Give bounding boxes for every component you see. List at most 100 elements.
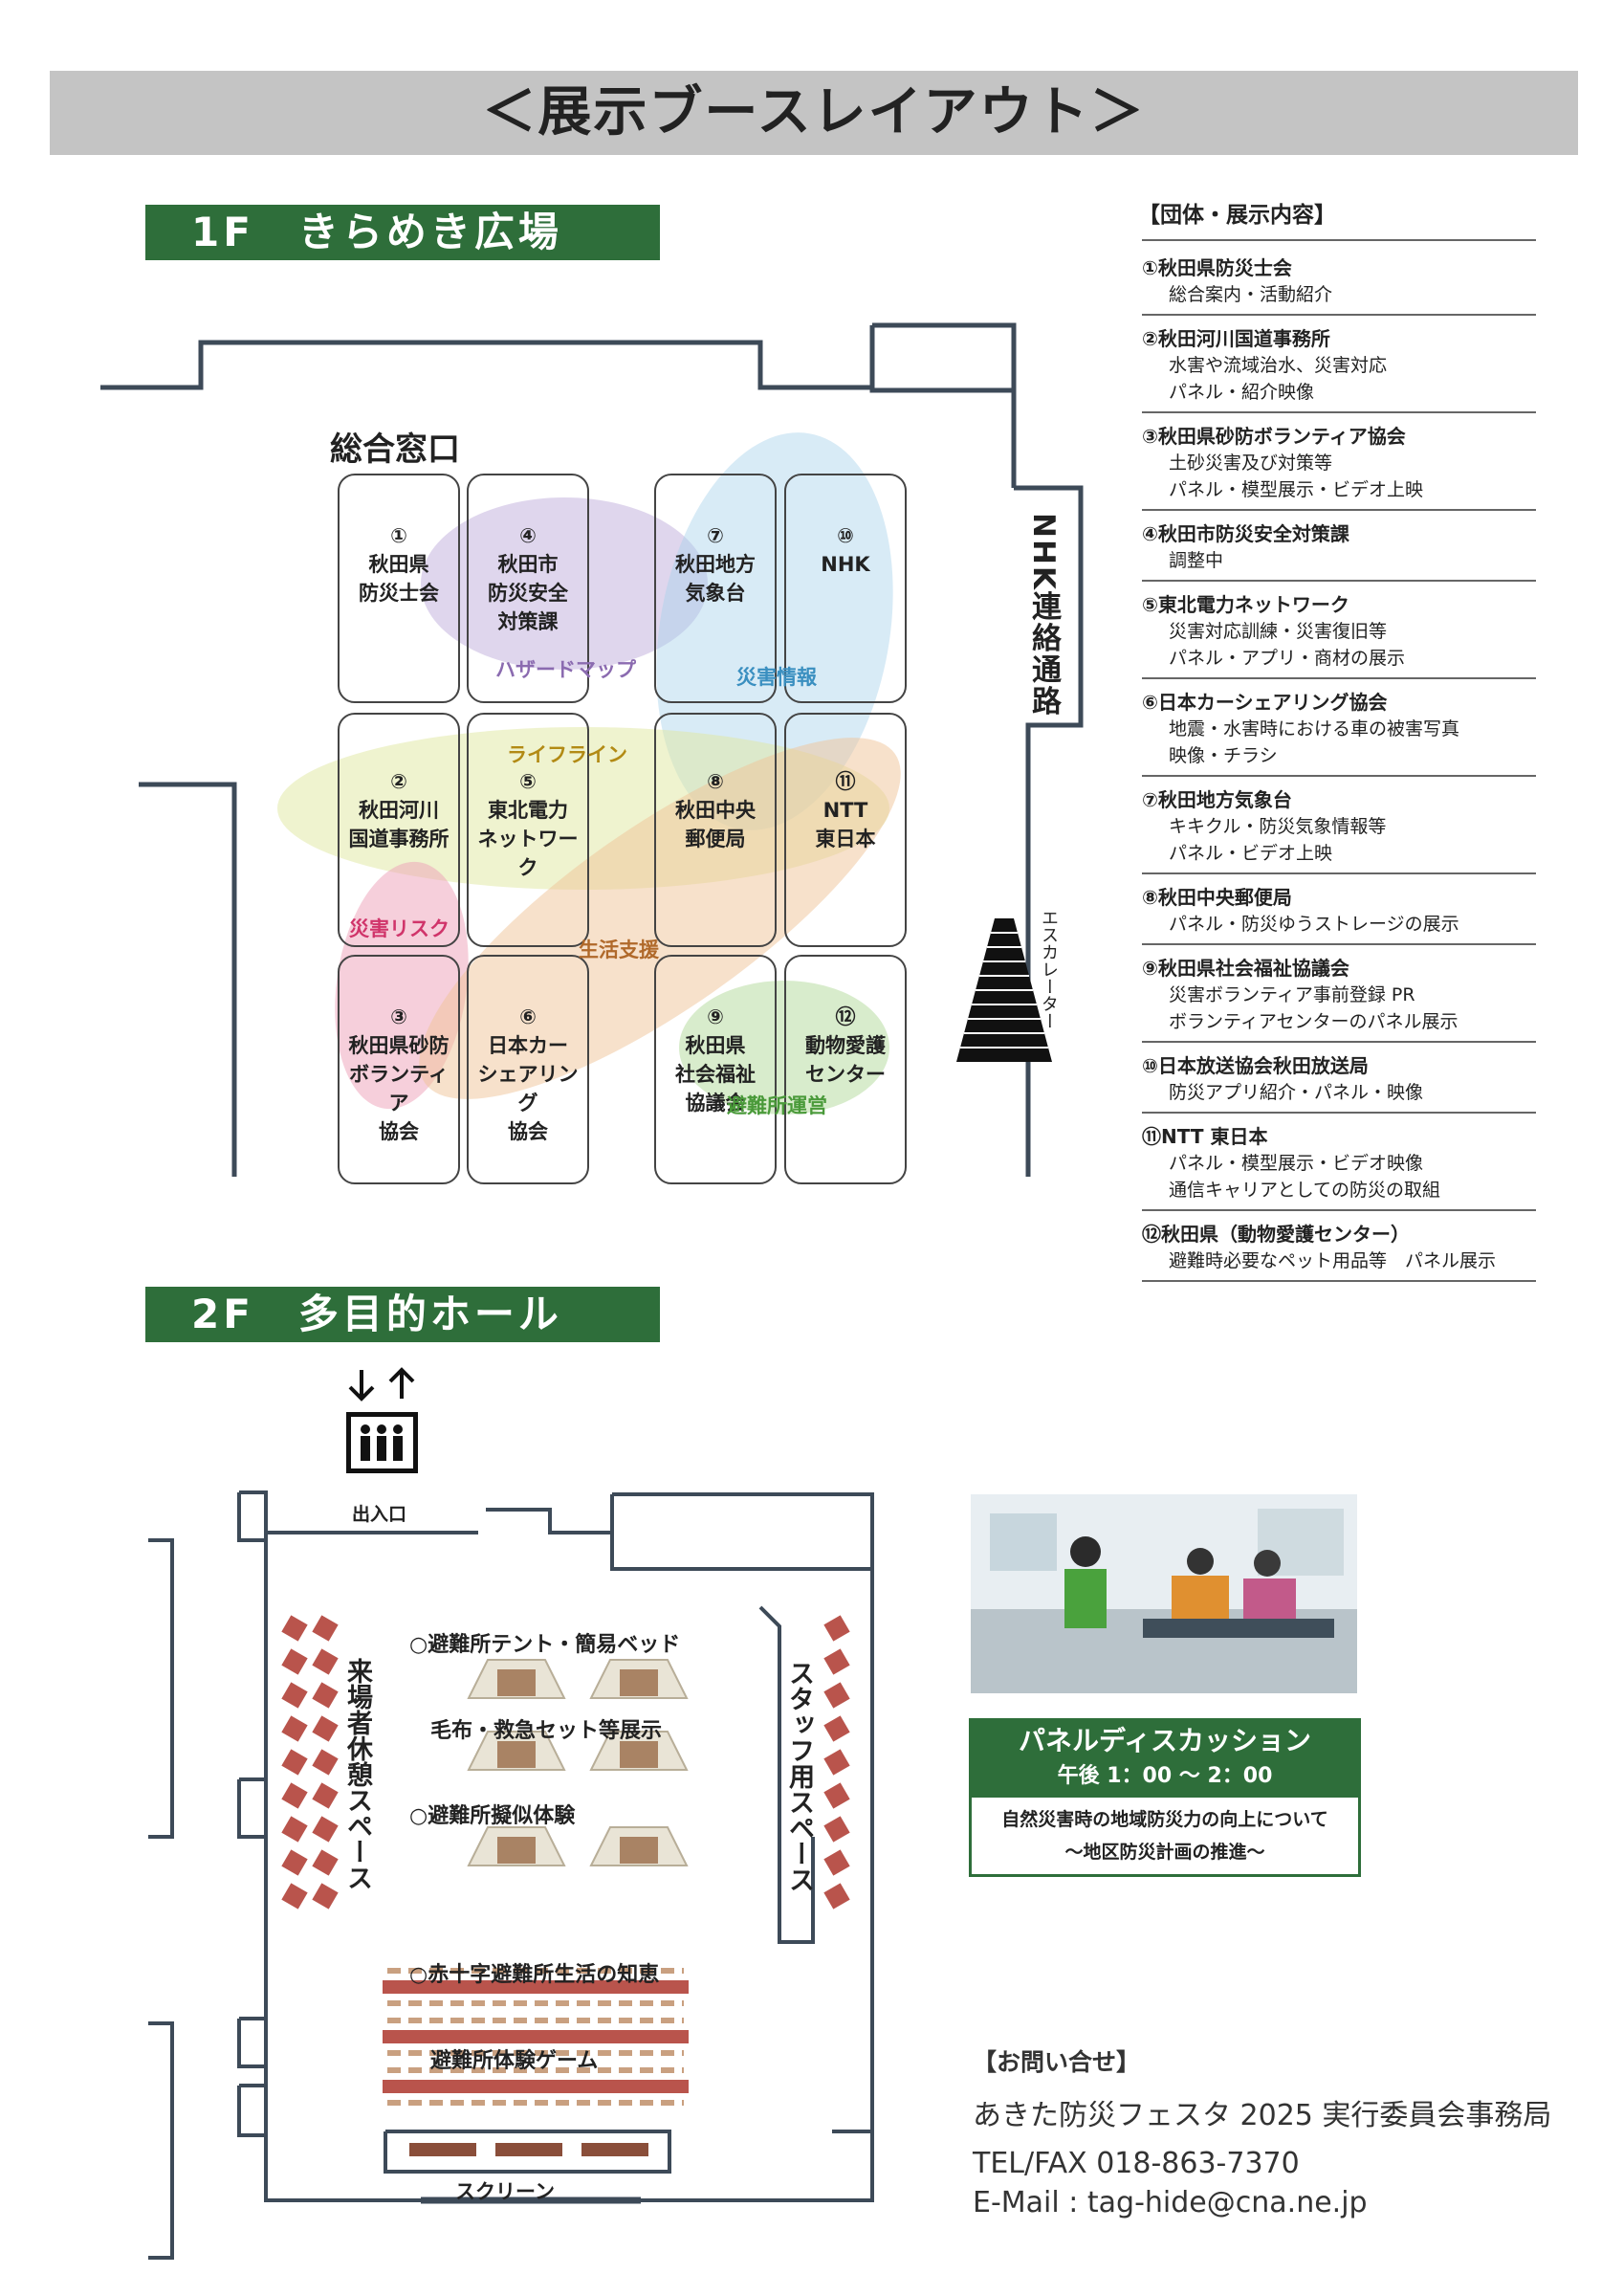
- booth-name-line: 対策課: [497, 610, 559, 633]
- legend-heading: 【団体・展示内容】: [1138, 203, 1336, 228]
- legend-item: ⑧秋田中央郵便局パネル・防災ゆうストレージの展示: [1142, 876, 1536, 945]
- zone-support-ellipse: [419, 738, 901, 1099]
- booth-name-line: 日本カー: [488, 1034, 568, 1057]
- legend-item-title: ⑨秋田県社会福祉協議会: [1142, 957, 1349, 980]
- booth-label: ⑧ 秋田中央郵便局: [656, 767, 775, 853]
- booth-name-line: 秋田河川: [359, 799, 439, 822]
- zone-shelter-label: 避難所運営: [727, 1094, 827, 1117]
- staff-chairs: [823, 1615, 850, 1910]
- legend-item: ⑫秋田県（動物愛護センター） 避難時必要なペット用品等 パネル展示: [1142, 1213, 1536, 1282]
- screen-label: スクリーン: [455, 2180, 555, 2203]
- booth-number: ⑤: [519, 770, 537, 793]
- simulation-label: ○避難所擬似体験: [409, 1804, 576, 1828]
- elevator-icon: [346, 1367, 418, 1473]
- zone-hazard-label: ハザードマップ: [495, 658, 636, 681]
- red-cross-label: ○赤十字避難所生活の知恵 避難所体験ゲーム: [409, 1904, 659, 2105]
- legend-item-title: ④秋田市防災安全対策課: [1142, 522, 1349, 545]
- floor2-label: 2F 多目的ホール: [145, 1287, 660, 1342]
- contact-email[interactable]: E-Mail : tag-hide@cna.ne.jp: [973, 2186, 1368, 2219]
- floor1-walls: [100, 322, 1084, 1177]
- legend-item-detail: 土砂災害及び対策等: [1169, 453, 1333, 474]
- legend-item-detail: 避難時必要なペット用品等 パネル展示: [1169, 1250, 1497, 1271]
- panel-header: パネルディスカッション 午後 1：00 ～ 2：00: [972, 1721, 1358, 1798]
- legend-item-detail: 防災アプリ紹介・パネル・映像: [1169, 1082, 1424, 1103]
- booth-number: ⑦: [707, 524, 724, 547]
- entrance-label: 出入口: [352, 1504, 407, 1525]
- tent-display-line: ○避難所テント・簡易ベッド: [409, 1633, 681, 1657]
- contact-org: あきた防災フェスタ 2025 実行委員会事務局: [973, 2099, 1552, 2132]
- legend-item: ⑪NTT 東日本パネル・模型展示・ビデオ映像通信キャリアとしての防災の取組: [1142, 1115, 1536, 1211]
- legend-item-title: ②秋田河川国道事務所: [1142, 327, 1330, 350]
- booth-name-line: ボランティア: [349, 1063, 449, 1115]
- booth-5: ② 秋田河川国道事務所: [338, 713, 460, 947]
- legend-item-detail: 水害や流域治水、災害対応: [1169, 355, 1388, 376]
- booth-name-line: 秋田市: [497, 553, 559, 576]
- legend-item-detail: 総合案内・活動紹介: [1169, 284, 1333, 305]
- visitor-space-label: 来場者休憩スペース: [342, 1658, 372, 1890]
- panel-title: パネルディスカッション: [1018, 1725, 1312, 1756]
- booth-number: ④: [519, 524, 537, 547]
- panel-theme: 自然災害時の地域防災力の向上について ～地区防災計画の推進～: [972, 1798, 1358, 1868]
- legend-item-title: ⑫秋田県（動物愛護センター）: [1142, 1223, 1410, 1246]
- booth-name-line: 気象台: [685, 582, 746, 605]
- booth-name-line: 郵便局: [685, 828, 746, 850]
- legend-item: ②秋田河川国道事務所水害や流域治水、災害対応パネル・紹介映像: [1142, 318, 1536, 413]
- booth-name-line: 東北電力: [488, 799, 568, 822]
- legend-item-title: ⑪NTT 東日本: [1142, 1125, 1268, 1148]
- visitor-chairs: [281, 1615, 339, 1910]
- floor2-walls: [148, 1490, 874, 2260]
- legend-item: ⑤東北電力ネットワーク災害対応訓練・災害復旧等パネル・アプリ・商材の展示: [1142, 584, 1536, 679]
- booth-number: ⑧: [707, 770, 724, 793]
- legend-item-detail: ボランティアセンターのパネル展示: [1169, 1011, 1459, 1032]
- legend-item-title: ①秋田県防災士会: [1142, 256, 1292, 279]
- legend-item-detail: パネル・アプリ・商材の展示: [1169, 648, 1406, 669]
- zone-info-label: 災害情報: [736, 666, 817, 689]
- booth-name-line: 防災士会: [359, 582, 439, 605]
- legend-item-detail: キキクル・防災気象情報等: [1169, 816, 1387, 837]
- legend-item-detail: 映像・チラシ: [1169, 745, 1278, 766]
- panel-theme-line: 自然災害時の地域防災力の向上について: [1001, 1809, 1328, 1830]
- booth-name-line: 秋田中央: [675, 799, 756, 822]
- zone-risk-label: 災害リスク: [349, 917, 450, 940]
- legend-item-detail: 調整中: [1169, 550, 1224, 571]
- booth-name-line: NTT: [822, 799, 868, 822]
- title-bar: ＜展示ブースレイアウト＞: [50, 71, 1578, 155]
- legend-item-title: ⑦秋田地方気象台: [1142, 788, 1292, 811]
- escalator-icon: [956, 918, 1052, 1062]
- booth-6: ⑤ 東北電力ネットワーク: [467, 713, 589, 947]
- booth-7: ⑧ 秋田中央郵便局: [654, 713, 777, 947]
- panel-theme-line: ～地区防災計画の推進～: [1064, 1842, 1265, 1863]
- booth-number: ⑩: [837, 524, 854, 547]
- zone-hazard-ellipse: [421, 497, 708, 670]
- legend-item-detail: 災害対応訓練・災害復旧等: [1169, 621, 1388, 642]
- legend-item: ①秋田県防災士会総合案内・活動紹介: [1142, 247, 1536, 316]
- booth-number: ②: [390, 770, 407, 793]
- booth-name-line: 動物愛護: [805, 1034, 886, 1057]
- contact-tel: TEL/FAX 018-863-7370: [973, 2147, 1300, 2180]
- booth-name-line: ネットワーク: [477, 828, 579, 879]
- booth-name-line: 国道事務所: [348, 828, 450, 850]
- booth-name-line: 協議会: [685, 1092, 746, 1115]
- red-cross-line: 避難所体験ゲーム: [409, 2049, 599, 2073]
- legend-item-detail: パネル・模型展示・ビデオ映像: [1169, 1153, 1424, 1174]
- legend-item-detail: パネル・防災ゆうストレージの展示: [1169, 914, 1459, 935]
- nhk-corridor-label: NHK連絡通路: [1026, 513, 1061, 718]
- legend-top-rule: [1142, 239, 1536, 241]
- booth-name-line: 協会: [508, 1120, 548, 1143]
- legend-item: ⑦秋田地方気象台キキクル・防災気象情報等パネル・ビデオ上映: [1142, 779, 1536, 874]
- booth-label: ⑤ 東北電力ネットワーク: [469, 767, 587, 882]
- page-title: ＜展示ブースレイアウト＞: [482, 81, 1146, 144]
